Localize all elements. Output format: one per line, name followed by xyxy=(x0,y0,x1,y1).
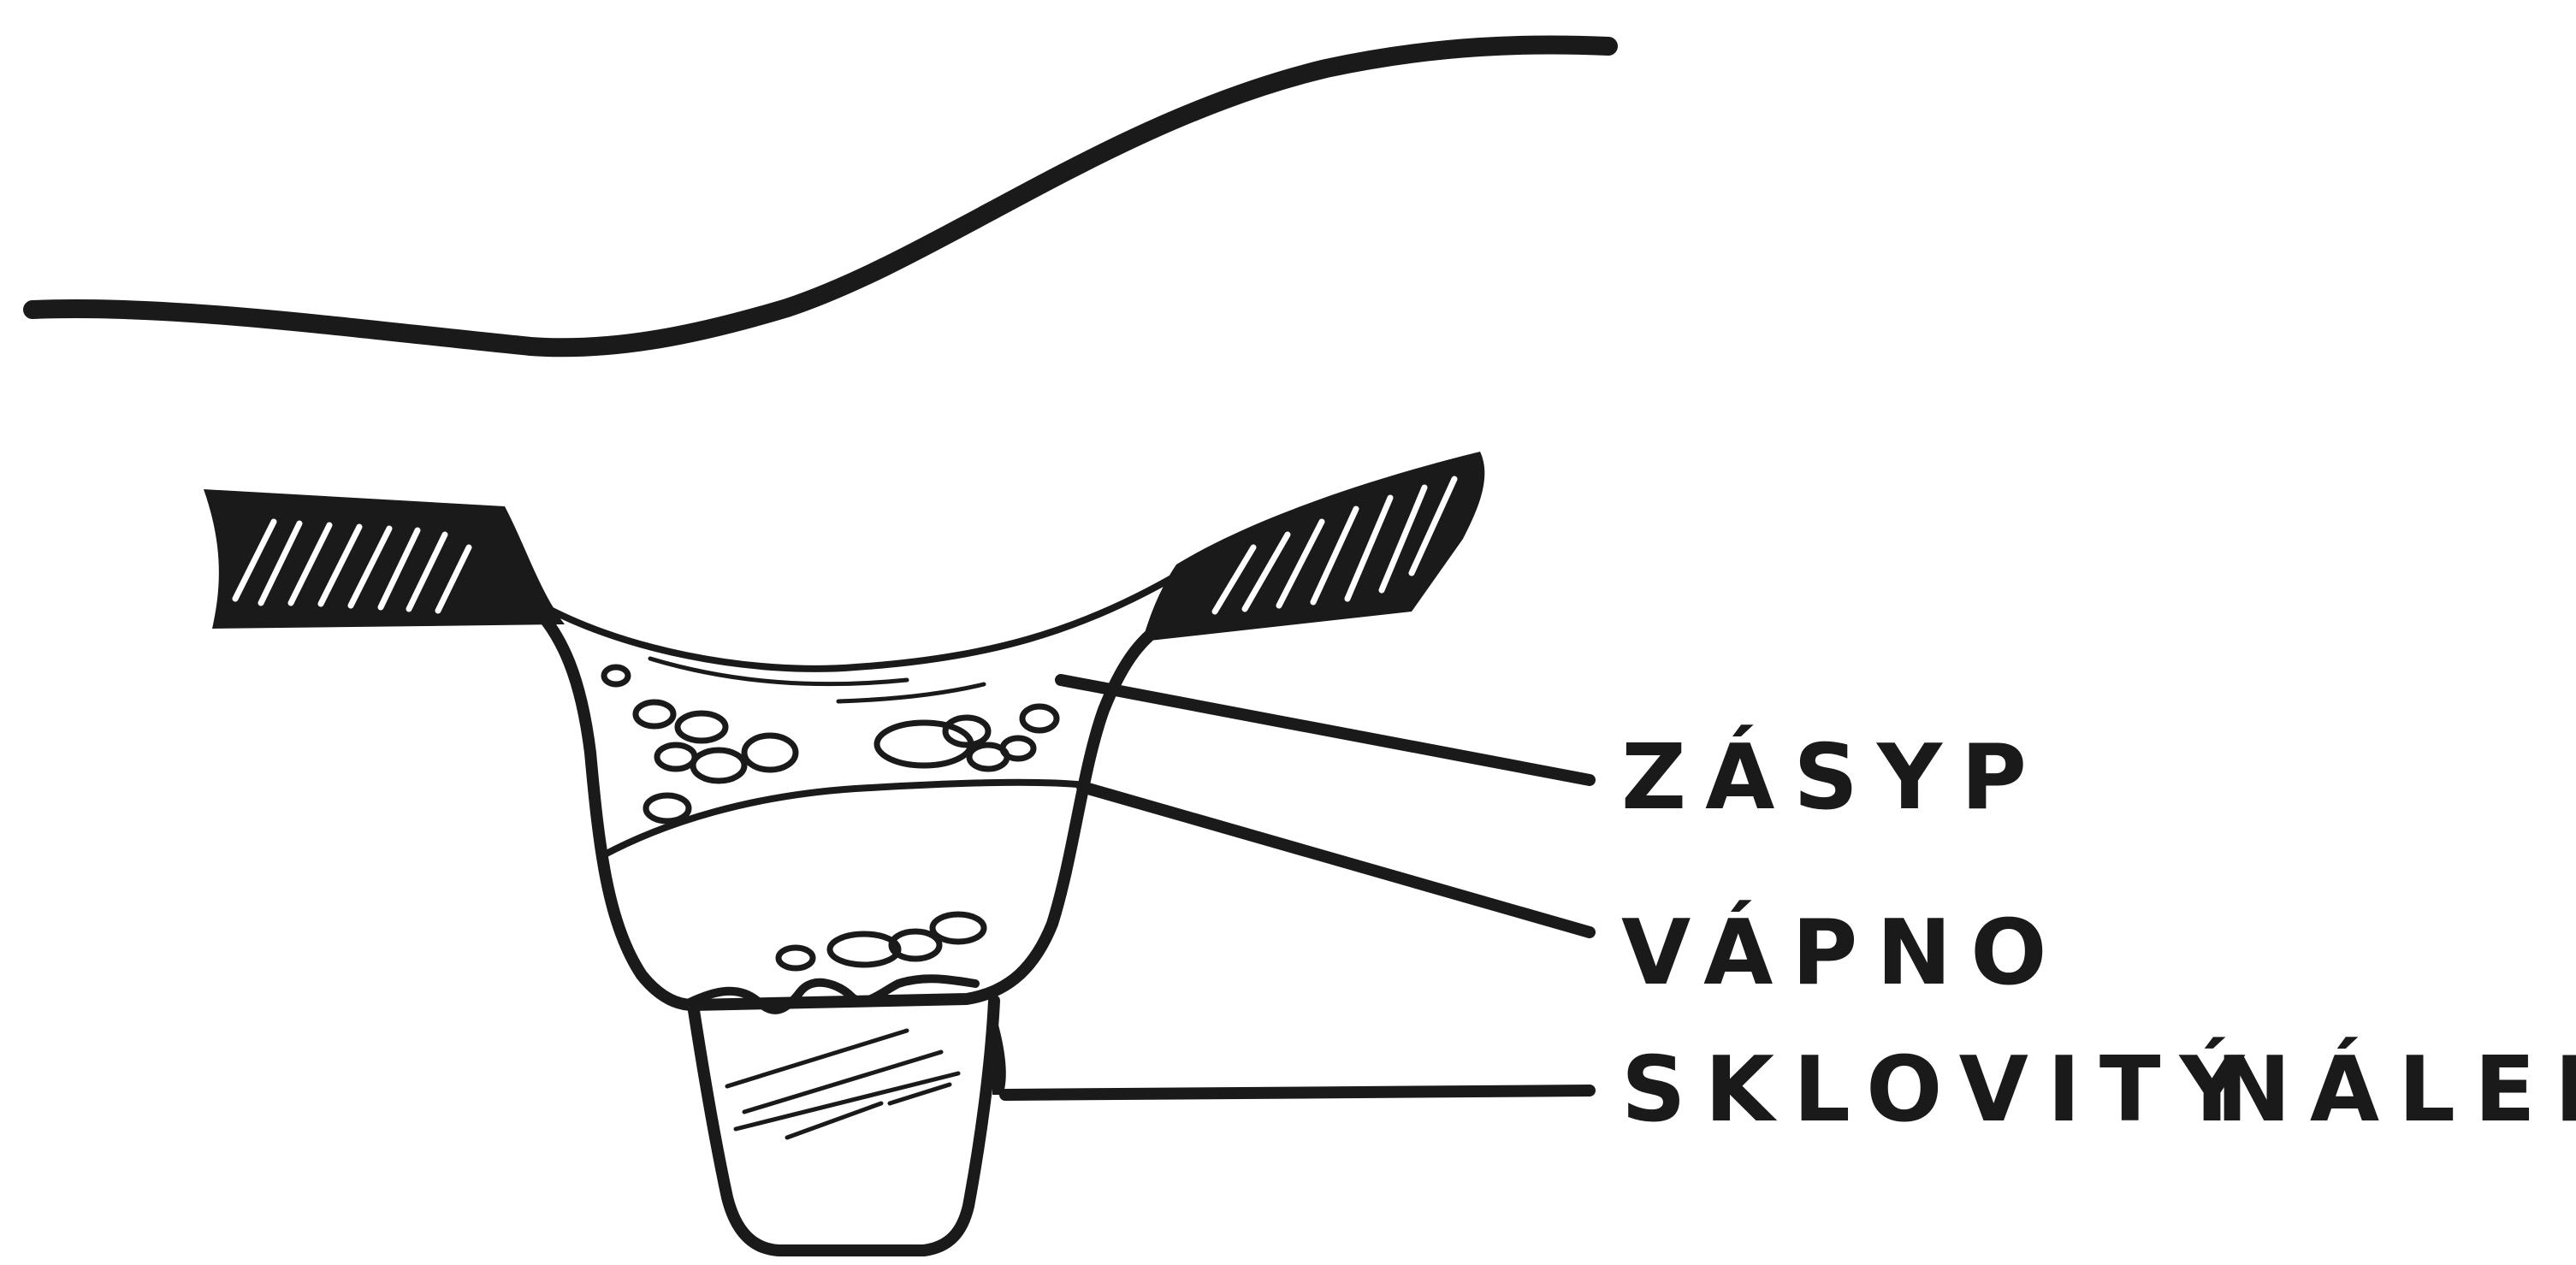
leader-line-glassy-deposit xyxy=(1005,1091,1590,1095)
right-bank-hatched xyxy=(1142,452,1484,641)
ground-surface-line xyxy=(33,44,1608,347)
leader-line-lime xyxy=(1082,787,1590,932)
glassy-deposit-thick-edge xyxy=(992,1005,1006,1095)
pit-outline xyxy=(526,599,1164,1005)
backfill-stones xyxy=(604,667,1057,821)
pit-fill-streak-2 xyxy=(838,684,984,701)
glassy-deposit-streaks xyxy=(727,1031,958,1138)
pit-fill-streak xyxy=(650,659,907,684)
label-glassy-deposit-2: NÁLEP xyxy=(2216,1037,2576,1142)
label-backfill: ZÁSYP xyxy=(1621,724,2046,830)
lime-lumps xyxy=(779,914,984,968)
lower-shaft-outline xyxy=(693,1001,994,1250)
label-lime: VÁPNO xyxy=(1621,900,2066,1005)
label-glassy-deposit: SKLOVITÝ xyxy=(1621,1037,2264,1142)
leader-line-backfill xyxy=(1061,680,1590,780)
left-bank-hatched xyxy=(204,489,565,629)
pit-fill-surface xyxy=(530,573,1181,669)
